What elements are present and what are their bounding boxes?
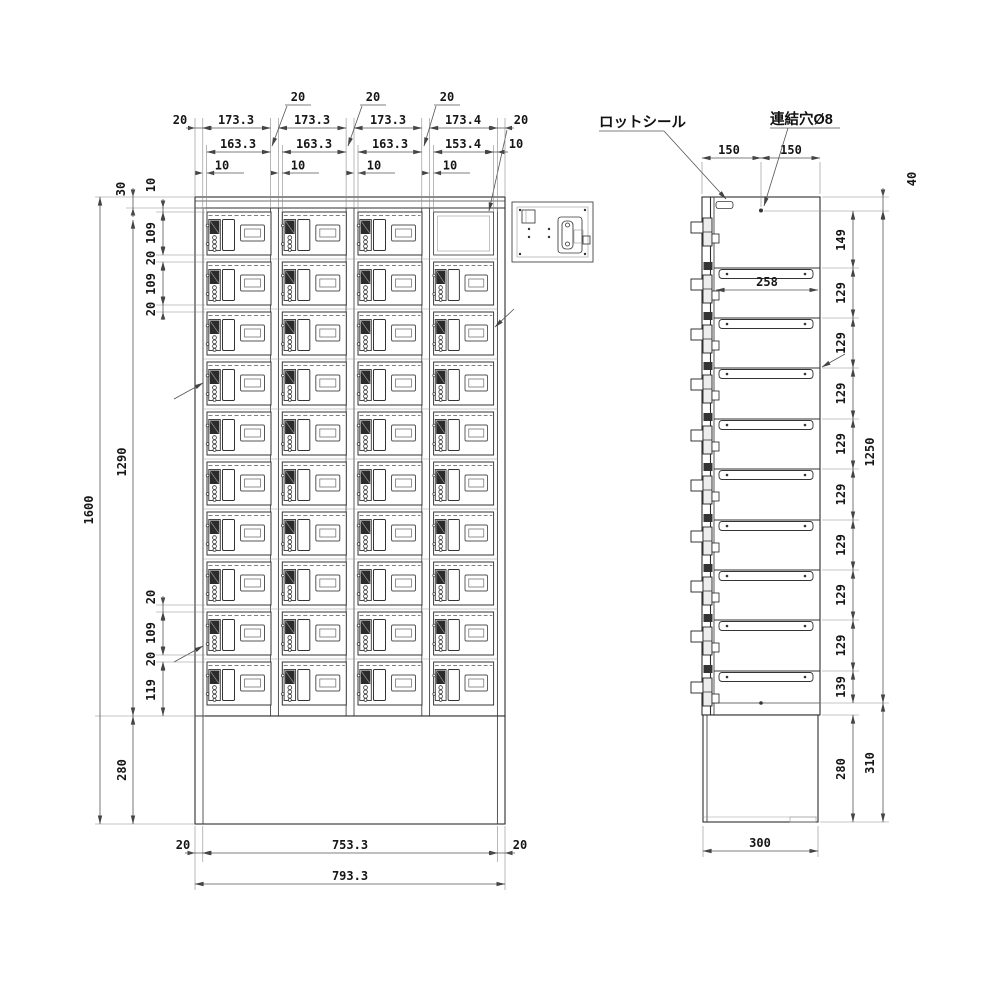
dim-129-2: 129 (834, 332, 848, 354)
dim-gap-2: 20 (366, 90, 380, 104)
dim-row1-5: 20 (514, 113, 528, 127)
dim-310: 310 (863, 752, 877, 774)
dim-gap-1: 20 (291, 90, 305, 104)
dim-row2-2: 163.3 (372, 137, 408, 151)
dim-150-1: 150 (718, 143, 740, 157)
dim-753: 753.3 (332, 838, 368, 852)
lot-seal (715, 201, 734, 209)
dim-793: 793.3 (332, 869, 368, 883)
dim-1250: 1250 (863, 438, 877, 467)
leader-arrow (821, 353, 846, 368)
dim-row1-3: 173.3 (370, 113, 406, 127)
dim-row3-group-3: 10 (346, 159, 395, 176)
leader-arrow (488, 129, 508, 212)
dim-row2-3: 153.4 (445, 137, 481, 151)
dim-row1-0: 20 (173, 113, 187, 127)
dim-row1-4: 173.4 (445, 113, 481, 127)
dim-129-4: 129 (834, 433, 848, 455)
dim-10-left: 10 (144, 178, 158, 192)
lot-seal-label: ロットシール (599, 115, 686, 131)
dim-40: 40 (905, 172, 919, 186)
dim-20-3: 20 (144, 590, 158, 604)
dim-row1-2: 173.3 (294, 113, 330, 127)
side-view (690, 196, 846, 823)
callout-labels: ロットシール 連結穴Ø8 (599, 110, 840, 207)
link-hole-label: 連結穴Ø8 (770, 110, 833, 128)
dim-129-6: 129 (834, 534, 848, 556)
dim-258: 258 (756, 275, 778, 289)
dim-129-8: 129 (834, 635, 848, 657)
dim-129-5: 129 (834, 484, 848, 506)
dim-row2-0: 163.3 (220, 137, 256, 151)
dim-row3-group-4: 10 (422, 159, 470, 176)
dim-280-side: 280 (834, 758, 848, 780)
dim-129-1: 129 (834, 282, 848, 304)
dim-row1-1: 173.3 (218, 113, 254, 127)
side-base (702, 714, 819, 823)
dim-129-7: 129 (834, 584, 848, 606)
dim-1600: 1600 (82, 496, 96, 525)
link-hole-bottom (759, 701, 763, 705)
open-compartment (433, 211, 495, 256)
front-view (173, 129, 515, 825)
dim-150-2: 150 (780, 143, 802, 157)
dim-149: 149 (834, 229, 848, 251)
dim-119: 119 (144, 679, 158, 701)
dim-bottom-20L: 20 (176, 838, 190, 852)
link-hole-top (759, 208, 763, 213)
dim-280-front: 280 (115, 759, 129, 781)
detail-corner-box (521, 209, 536, 224)
svg-text:10: 10 (291, 159, 305, 173)
dim-109-3: 109 (144, 622, 158, 644)
leader-arrow (173, 645, 204, 663)
dim-20-2: 20 (144, 302, 158, 316)
leader-arrow (494, 308, 515, 328)
front-dimensions: 20 20 20 20 173.3 173.3 173.3 173.4 20 (82, 90, 528, 890)
dim-1290: 1290 (115, 448, 129, 477)
svg-text:10: 10 (443, 159, 457, 173)
dim-109-1: 109 (144, 222, 158, 244)
dim-20-1: 20 (144, 251, 158, 265)
side-dimensions: 150 150 149 129 129 129 129 129 129 (701, 143, 919, 857)
dim-129-3: 129 (834, 383, 848, 405)
dim-gap-3: 20 (440, 90, 454, 104)
dim-row3-group-1: 10 (195, 159, 244, 176)
dim-20-4: 20 (144, 652, 158, 666)
detail-view (511, 201, 594, 263)
svg-text:10: 10 (215, 159, 229, 173)
svg-text:10: 10 (367, 159, 381, 173)
dim-row2-4: 10 (509, 137, 523, 151)
dim-row2-1: 163.3 (296, 137, 332, 151)
front-base (194, 715, 506, 825)
detail-latch (557, 216, 591, 254)
dim-109-2: 109 (144, 273, 158, 295)
dim-30: 30 (114, 182, 128, 196)
dim-300: 300 (749, 836, 771, 850)
dim-row3-group-2: 10 (270, 159, 319, 176)
dim-bottom-20R: 20 (513, 838, 527, 852)
dim-139: 139 (834, 676, 848, 698)
leader-arrow (173, 382, 204, 400)
